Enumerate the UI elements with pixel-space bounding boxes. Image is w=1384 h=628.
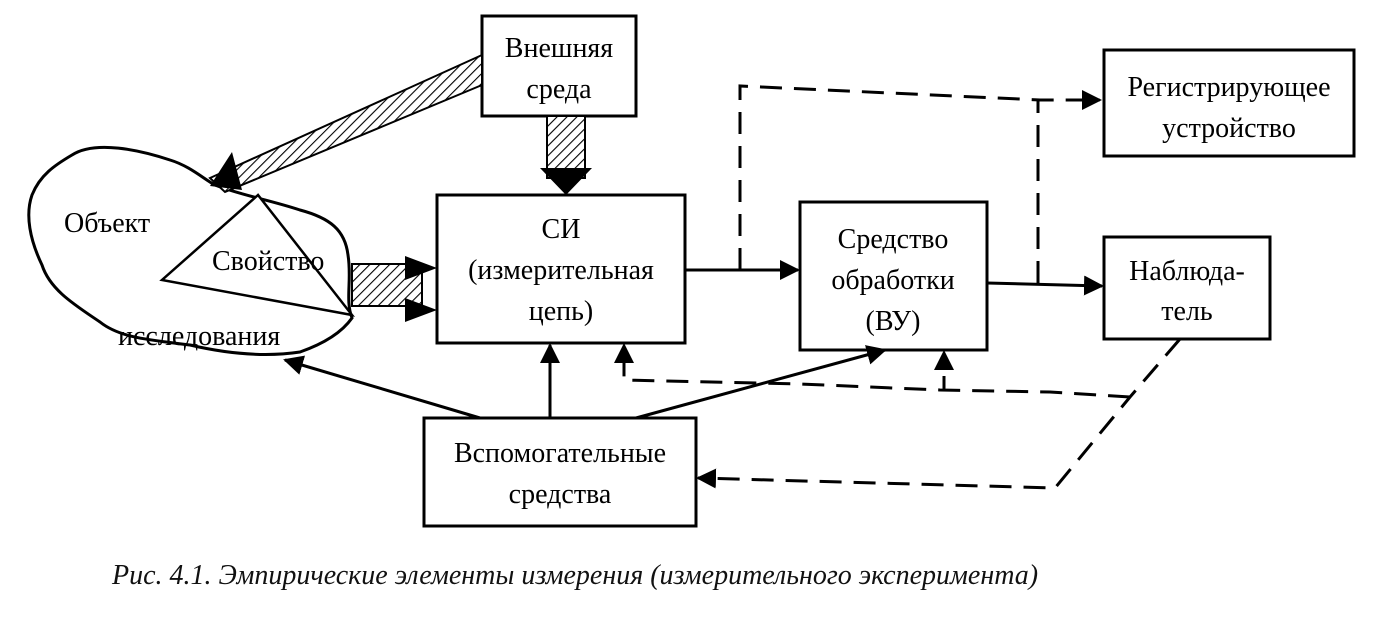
processor-line2: обработки: [831, 265, 954, 296]
recorder-line1: Регистрирующее: [1127, 72, 1330, 103]
hatched-arrowhead-env-to-si: [540, 168, 592, 195]
dashed-si-to-recorder: [738, 84, 1102, 270]
recorder-line2: устройство: [1162, 113, 1296, 144]
aux-line1: Вспомогательные: [454, 438, 666, 469]
hatched-arrowhead-property-to-si-bottom: [405, 298, 437, 322]
hatched-arrow-env-to-object: [208, 53, 483, 194]
hatched-arrowhead-env-to-object: [210, 152, 242, 190]
dashed-observer-to-si: [614, 343, 1131, 399]
external-env-line1: Внешняя: [505, 33, 614, 64]
arrow-processor-to-observer: [986, 275, 1104, 296]
arrow-aux-to-processor: [635, 345, 887, 420]
processor-line3: (ВУ): [866, 306, 921, 337]
processor-box[interactable]: [798, 200, 989, 352]
hatched-arrowhead-property-to-si-top: [405, 256, 437, 280]
object-blob: [27, 145, 354, 356]
si-line1: СИ: [542, 214, 581, 245]
object-line1: Объект: [64, 208, 150, 239]
si-box[interactable]: [435, 193, 687, 345]
property-label: Свойство: [212, 246, 324, 277]
aux-box[interactable]: [422, 416, 698, 528]
recorder-box[interactable]: [1102, 48, 1356, 158]
observer-line1: Наблюда-: [1129, 256, 1245, 287]
figure-caption: Рис. 4.1. Эмпирические элементы измерени…: [112, 560, 1039, 591]
observer-line2: тель: [1161, 296, 1212, 327]
object-line2: исследования: [118, 321, 280, 352]
aux-line2: средства: [509, 479, 612, 510]
hatched-arrow-env-to-si: [546, 115, 586, 179]
processor-line1: Средство: [838, 224, 949, 255]
external-env-line2: среда: [526, 74, 592, 105]
si-line2: (измерительная: [468, 255, 654, 286]
property-triangle: [159, 193, 356, 317]
external-env-box[interactable]: [480, 14, 638, 118]
arrow-aux-to-object: [283, 355, 481, 420]
dashed-observer-to-aux: [696, 338, 1182, 490]
si-line3: цепь): [529, 296, 594, 327]
observer-box[interactable]: [1102, 235, 1272, 341]
